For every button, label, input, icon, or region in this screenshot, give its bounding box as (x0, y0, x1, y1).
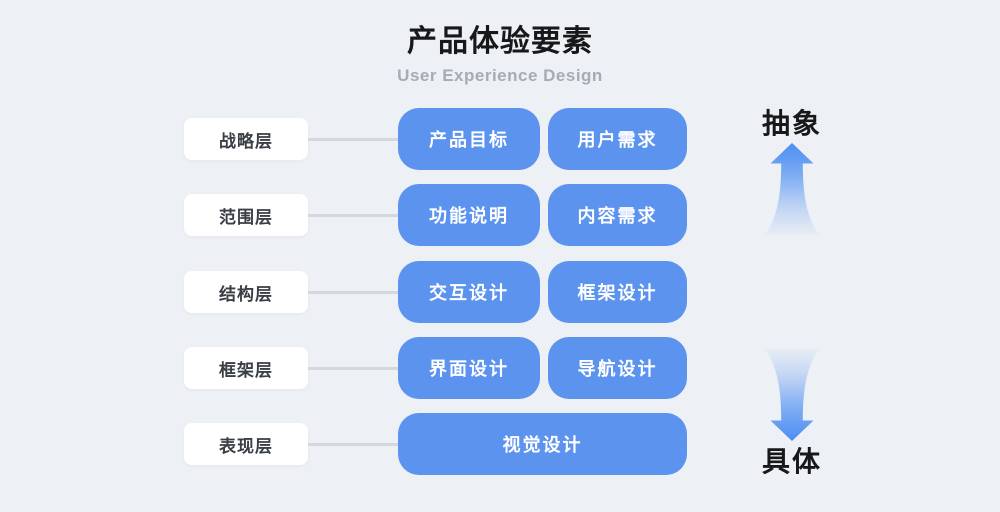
up-arrow-gradient-icon (764, 142, 820, 235)
layer-label-scope: 范围层 (184, 194, 308, 236)
element-box-visual-design: 视觉设计 (398, 413, 687, 475)
box-group: 视觉设计 (398, 413, 687, 475)
down-arrow-gradient-icon (764, 349, 820, 442)
page-subtitle: User Experience Design (397, 66, 603, 85)
box-group: 产品目标 用户需求 (398, 108, 687, 170)
box-group: 界面设计 导航设计 (398, 337, 687, 399)
axis-label-concrete: 具体 (761, 446, 822, 477)
layer-label-skeleton: 框架层 (184, 347, 308, 389)
box-group: 交互设计 框架设计 (398, 261, 687, 323)
layer-row-strategy: 战略层 产品目标 用户需求 (184, 108, 687, 170)
connector-line (308, 290, 398, 294)
element-box-navigation-design: 导航设计 (548, 337, 687, 399)
layer-row-structure: 结构层 交互设计 框架设计 (184, 261, 687, 323)
box-group: 功能说明 内容需求 (398, 184, 687, 246)
layer-row-skeleton: 框架层 界面设计 导航设计 (184, 337, 687, 399)
layer-label-surface: 表现层 (184, 423, 308, 465)
layer-label-structure: 结构层 (184, 271, 308, 313)
page-title: 产品体验要素 (407, 25, 593, 58)
connector-line (308, 213, 398, 217)
connector-line (308, 442, 398, 446)
connector-line (308, 137, 398, 141)
element-box-user-needs: 用户需求 (548, 108, 687, 170)
layer-row-scope: 范围层 功能说明 内容需求 (184, 184, 687, 246)
layer-label-strategy: 战略层 (184, 118, 308, 160)
element-box-interaction-design: 交互设计 (398, 261, 540, 323)
axis-label-abstract: 抽象 (761, 108, 822, 139)
element-box-functional-specs: 功能说明 (398, 184, 540, 246)
layer-row-surface: 表现层 视觉设计 (184, 413, 687, 475)
element-box-framework-design: 框架设计 (548, 261, 687, 323)
element-box-product-goal: 产品目标 (398, 108, 540, 170)
connector-line (308, 366, 398, 370)
element-box-content-requirements: 内容需求 (548, 184, 687, 246)
element-box-interface-design: 界面设计 (398, 337, 540, 399)
diagram-header: 产品体验要素 User Experience Design (0, 16, 1000, 86)
